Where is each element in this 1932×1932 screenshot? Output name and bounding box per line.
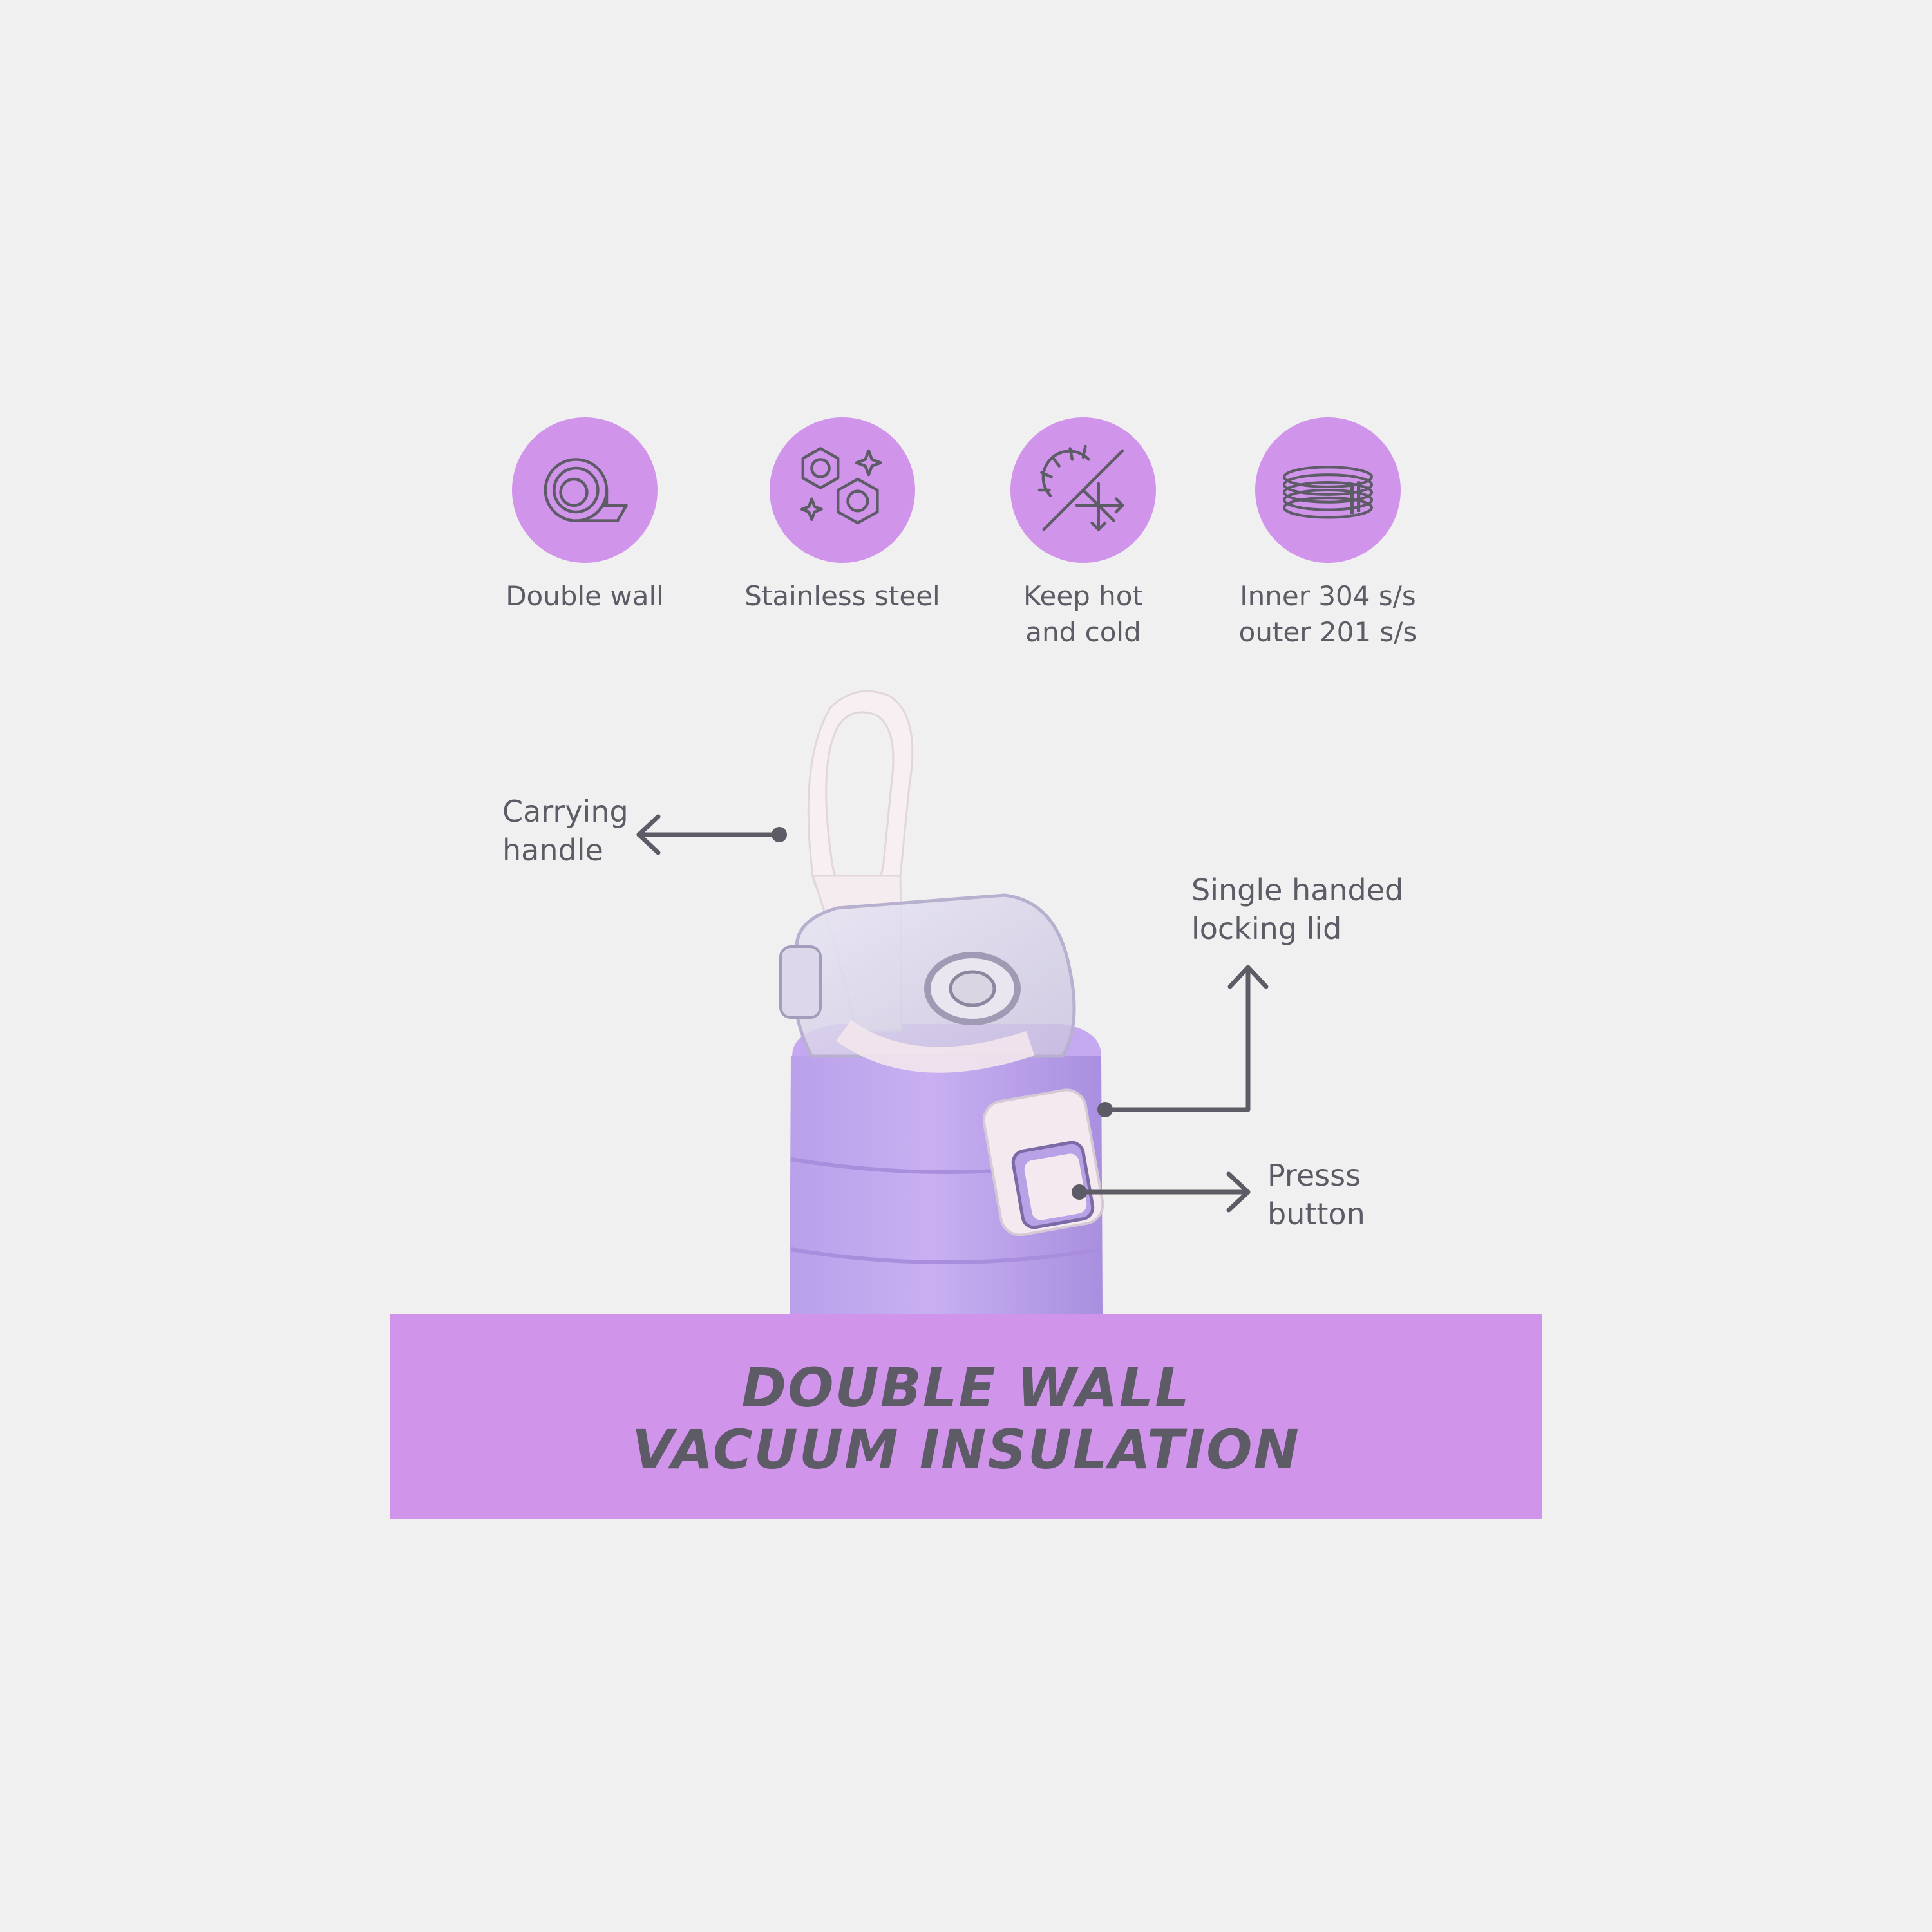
banner-line-1: DOUBLE WALL [741,1356,1191,1419]
feature-circle [770,417,915,563]
tape-roll-icon [544,458,628,522]
sun-snowflake-icon [1037,444,1125,532]
feature-label: Stainless steel [744,580,940,612]
feature-label: Inner 304 s/s outer 201 s/s [1238,580,1417,648]
press-button-shape [982,1088,1104,1236]
feature-keep-hot-cold: Keep hot and cold [974,417,1193,650]
coil-rings-icon [1282,466,1374,519]
handle-arrow-icon [636,814,661,855]
callout-press-button: Presss button [1267,1158,1365,1231]
button-arrow-icon [1226,1171,1251,1213]
headline-banner: DOUBLE WALL VACUUM INSULATION [390,1314,1542,1519]
feature-circle [1255,417,1401,563]
lid-hinge [779,945,822,1019]
feature-label: Double wall [506,580,664,612]
lid-callout-line [1103,965,1251,1112]
feature-label: Keep hot and cold [1023,580,1143,648]
feature-stainless-steel: Stainless steel [733,417,952,614]
banner-line-2: VACUUM INSULATION [632,1418,1300,1481]
feature-inner-outer-steel: Inner 304 s/s outer 201 s/s [1218,417,1437,650]
lid-arrow-icon [1227,965,1269,989]
feature-double-wall: Double wall [475,417,694,614]
callout-carrying-handle: Carrying handle [502,794,629,867]
hex-nuts-icon [800,447,882,525]
feature-circle [1010,417,1156,563]
callout-locking-lid: Single handed locking lid [1191,873,1404,946]
feature-circle [512,417,658,563]
